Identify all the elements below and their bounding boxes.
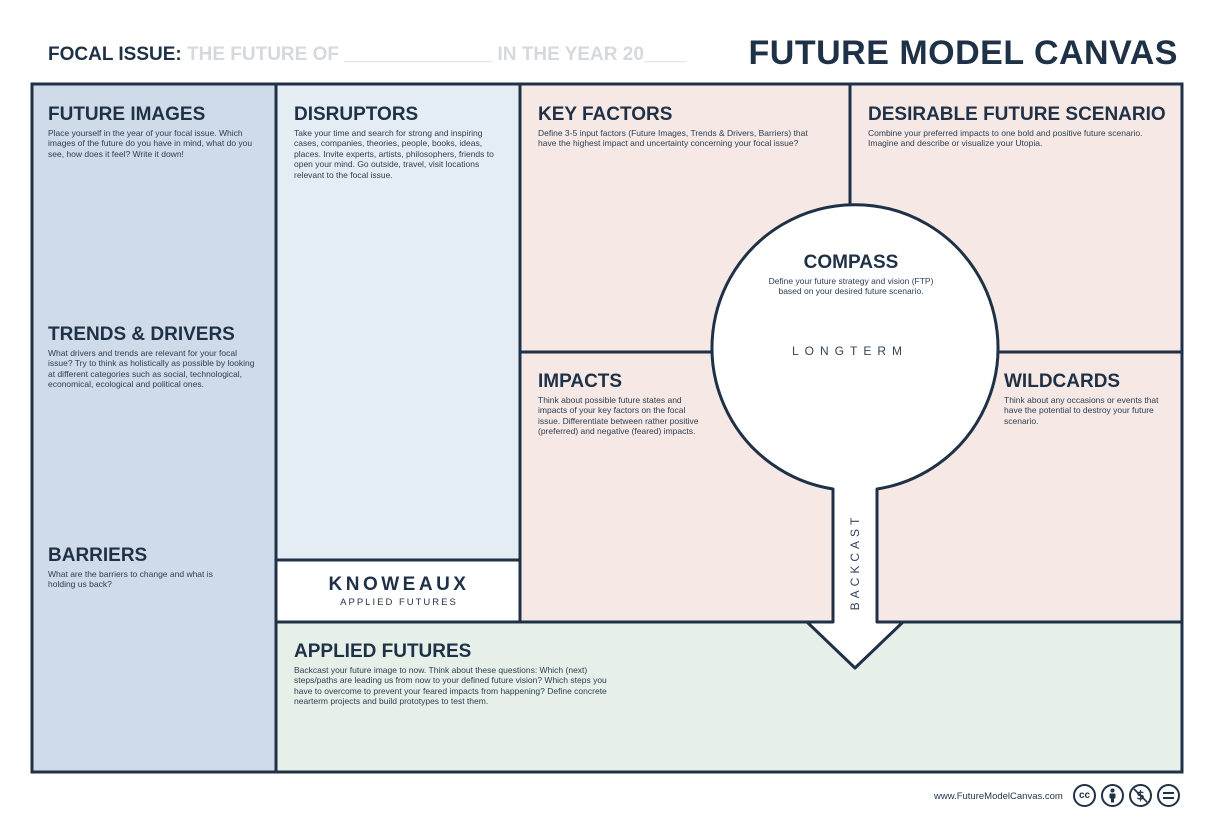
backcast-label: BACKCAST (848, 513, 862, 611)
impacts-section: IMPACTS Think about possible future stat… (538, 371, 703, 437)
applied-futures-bg (276, 622, 1182, 772)
applied-futures-desc: Backcast your future image to now. Think… (294, 665, 607, 707)
disruptors-title: DISRUPTORS (294, 104, 419, 125)
barriers-desc: What are the barriers to change and what… (48, 569, 213, 590)
key-factors-title: KEY FACTORS (538, 104, 673, 125)
logo-name: KNOWEAUX (328, 574, 470, 595)
future-images-section: FUTURE IMAGES Place yourself in the year… (48, 104, 263, 159)
barriers-title: BARRIERS (48, 545, 148, 566)
compass-section: COMPASS Define your future strategy and … (760, 252, 942, 297)
wildcards-title: WILDCARDS (1004, 371, 1121, 392)
desirable-future-section: DESIRABLE FUTURE SCENARIO Combine your p… (868, 104, 1168, 149)
nd-icon (1157, 784, 1180, 807)
compass-desc: Define your future strategy and vision (… (768, 276, 934, 297)
page-title: FUTURE MODEL CANVAS (748, 34, 1178, 72)
barriers-section: BARRIERS What are the barriers to change… (48, 545, 228, 590)
impacts-desc: Think about possible future states and i… (538, 395, 699, 437)
wildcards-section: WILDCARDS Think about any occasions or e… (1004, 371, 1169, 426)
knoweaux-logo: KNOWEAUX APPLIED FUTURES (280, 563, 518, 619)
key-factors-desc: Define 3-5 input factors (Future Images,… (538, 128, 808, 149)
by-icon (1101, 784, 1124, 807)
nc-icon: $ (1129, 784, 1152, 807)
desirable-future-desc: Combine your preferred impacts to one bo… (868, 128, 1143, 149)
applied-futures-title: APPLIED FUTURES (294, 641, 472, 662)
impacts-title: IMPACTS (538, 371, 623, 392)
trends-drivers-desc: What drivers and trends are relevant for… (48, 348, 255, 390)
logo-bg (276, 560, 520, 622)
compass-shape (710, 203, 1000, 670)
future-images-bg (32, 84, 276, 772)
focal-issue-blank: ______________ (344, 44, 493, 65)
footer-url[interactable]: www.FutureModelCanvas.com (934, 791, 1063, 802)
compass-title: COMPASS (803, 252, 899, 273)
outer-border (30, 82, 1184, 774)
focal-issue-year-label: IN THE YEAR 20 (497, 44, 644, 65)
desirable-future-title: DESIRABLE FUTURE SCENARIO (868, 104, 1166, 125)
longterm-label: LONGTERM (791, 344, 908, 358)
trends-drivers-section: TRENDS & DRIVERS What drivers and trends… (48, 324, 258, 390)
license-icons: cc $ (1073, 784, 1180, 807)
applied-futures-section: APPLIED FUTURES Backcast your future ima… (294, 641, 624, 707)
focal-issue-prefix: THE FUTURE OF (187, 44, 339, 65)
disruptors-section: DISRUPTORS Take your time and search for… (294, 104, 499, 180)
trends-drivers-title: TRENDS & DRIVERS (48, 324, 235, 345)
focal-issue-label: FOCAL ISSUE: (48, 44, 182, 65)
focal-issue-header: FOCAL ISSUE: THE FUTURE OF _____________… (48, 44, 686, 66)
focal-issue-year-blank: ____ (643, 44, 687, 65)
key-factors-section: KEY FACTORS Define 3-5 input factors (Fu… (538, 104, 810, 149)
future-images-title: FUTURE IMAGES (48, 104, 206, 125)
wildcards-desc: Think about any occasions or events that… (1004, 395, 1159, 426)
disruptors-bg (276, 84, 520, 560)
cc-icon: cc (1073, 784, 1096, 807)
logo-tagline: APPLIED FUTURES (340, 597, 458, 608)
disruptors-desc: Take your time and search for strong and… (294, 128, 494, 180)
future-images-desc: Place yourself in the year of your focal… (48, 128, 253, 159)
